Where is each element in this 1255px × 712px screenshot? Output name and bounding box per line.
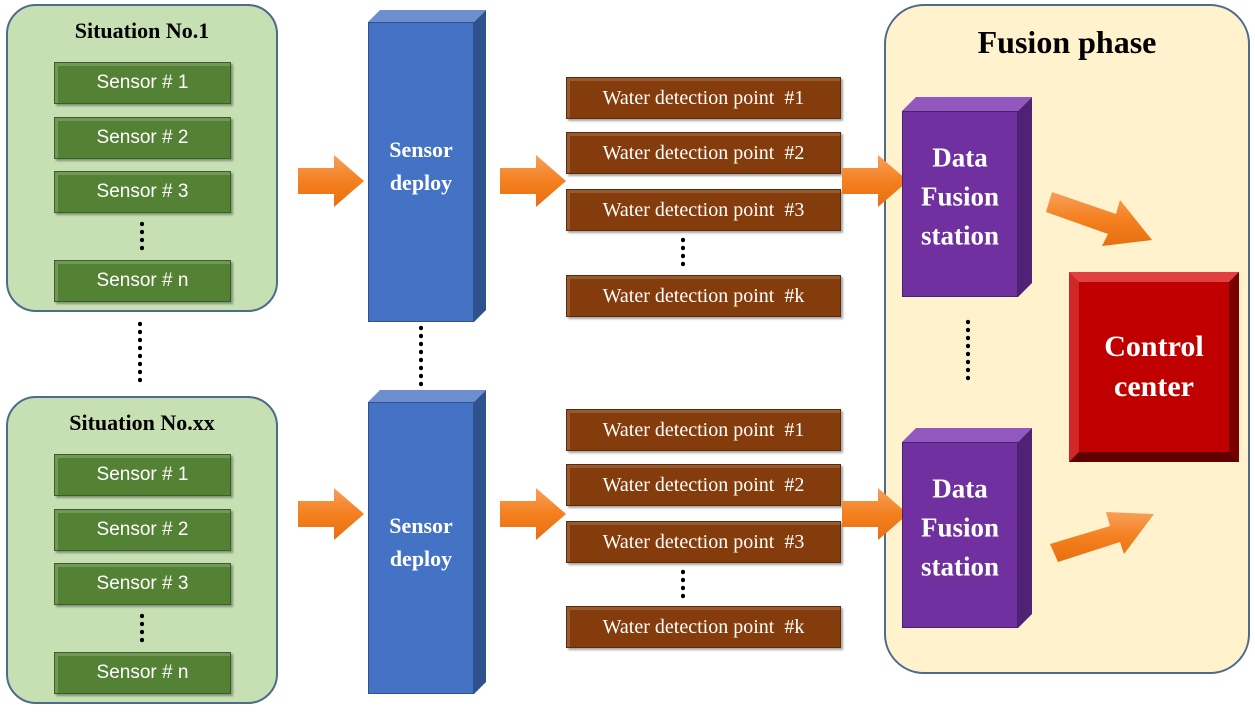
arrow-up-right-icon [1050, 512, 1154, 562]
sensor-deploy-label: Sensor deploy [389, 513, 453, 571]
water-detection-point: Water detection point #k [566, 606, 841, 648]
water-detection-point: Water detection point #k [566, 275, 841, 317]
fusion-phase-title: Fusion phase [977, 24, 1157, 60]
situation-panel-xx: Situation No.xx Sensor # 1 Sensor # 2 Se… [6, 396, 278, 704]
water-detection-point: Water detection point #3 [566, 521, 841, 563]
data-fusion-station-label: Data Fusion station [920, 473, 1000, 582]
water-detection-point: Water detection point #1 [566, 409, 841, 451]
control-center-box: Control center [1069, 272, 1239, 462]
situation-title: Situation No.xx [69, 410, 215, 435]
sensor-box: Sensor # 3 [54, 563, 231, 605]
data-fusion-station: Data Fusion station [902, 97, 1034, 297]
arrow-right-icon [842, 155, 908, 207]
sensor-box: Sensor # 2 [54, 509, 231, 551]
arrow-right-icon [500, 155, 566, 207]
sensor-deploy-box: Sensor deploy [368, 10, 488, 322]
sensor-deploy-box: Sensor deploy [368, 390, 488, 694]
ellipsis-dots [138, 320, 142, 384]
ellipsis-dots [681, 236, 685, 268]
water-detection-point: Water detection point #3 [566, 189, 841, 231]
ellipsis-dots [966, 318, 970, 382]
sensor-box: Sensor # 2 [54, 117, 231, 159]
sensor-deploy-label: Sensor deploy [389, 137, 453, 195]
arrow-right-icon [298, 488, 364, 540]
arrow-right-icon [842, 488, 908, 540]
control-center-label: Control center [1104, 330, 1204, 403]
arrow-right-icon [298, 155, 364, 207]
ellipsis-dots [681, 568, 685, 600]
arrow-right-icon [500, 488, 566, 540]
sensor-box: Sensor # n [54, 260, 231, 302]
ellipsis-dots [419, 324, 423, 388]
sensor-box: Sensor # 1 [54, 454, 231, 496]
situation-title: Situation No.1 [74, 18, 210, 43]
ellipsis-dots [140, 220, 144, 252]
water-detection-point: Water detection point #1 [566, 77, 841, 119]
data-fusion-station-label: Data Fusion station [920, 142, 1000, 251]
data-fusion-station: Data Fusion station [902, 428, 1034, 628]
sensor-box: Sensor # 1 [54, 62, 231, 104]
situation-panel-1: Situation No.1 Sensor # 1 Sensor # 2 Sen… [6, 4, 278, 312]
sensor-box: Sensor # 3 [54, 171, 231, 213]
water-detection-point: Water detection point #2 [566, 464, 841, 506]
arrow-down-right-icon [1046, 192, 1152, 246]
water-detection-point: Water detection point #2 [566, 132, 841, 174]
ellipsis-dots [140, 612, 144, 644]
sensor-box: Sensor # n [54, 652, 231, 694]
